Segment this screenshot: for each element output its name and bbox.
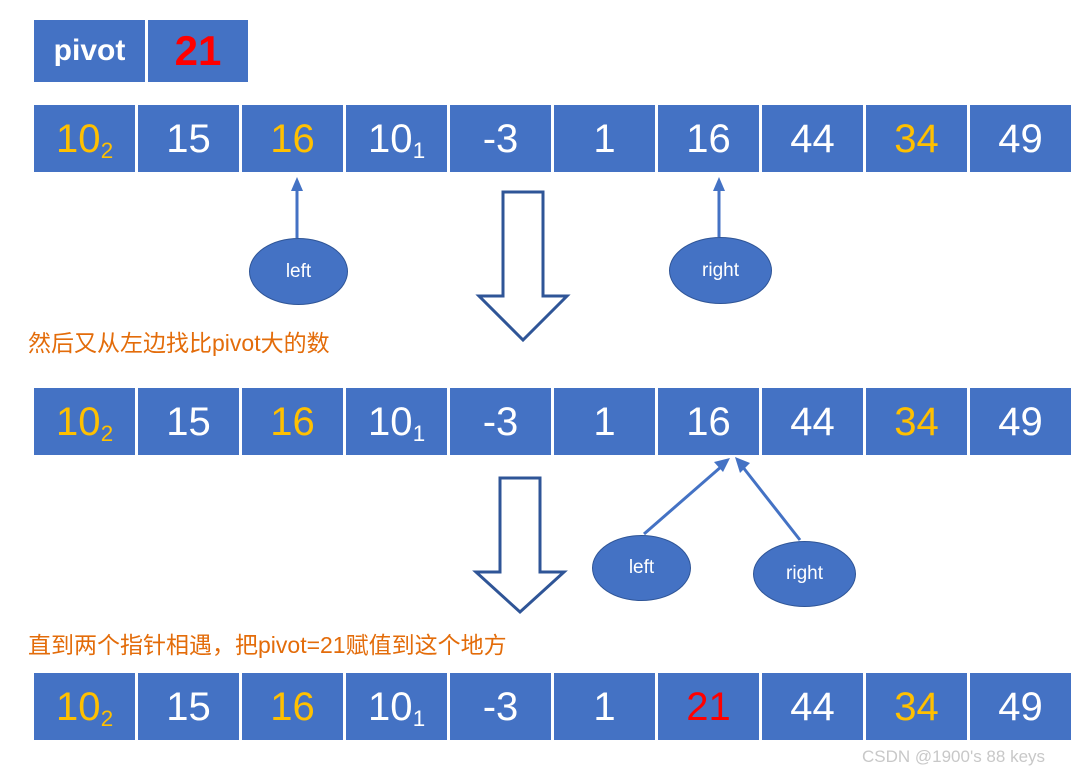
array-cell-value: 1 xyxy=(593,399,616,444)
array-row-2: 102 15 16 101 -3 1 16 44 34 49 xyxy=(34,388,1071,455)
pointer-label-left-row2: left xyxy=(628,557,655,578)
array-cell-value: 34 xyxy=(894,684,939,729)
array-cell: -3 xyxy=(450,673,551,740)
array-cell: 15 xyxy=(138,388,239,455)
array-cell: 15 xyxy=(138,105,239,172)
array-cell-value: 15 xyxy=(166,116,211,161)
array-cell: 101 xyxy=(346,673,447,740)
array-cell-value: 16 xyxy=(270,116,315,161)
pivot-label-box: pivot xyxy=(34,20,145,82)
arrow-right-row1 xyxy=(713,177,725,237)
array-cell-subscript: 1 xyxy=(412,138,426,164)
arrow-left-row1 xyxy=(291,177,303,238)
array-cell: 49 xyxy=(970,105,1071,172)
array-cell-value: 16 xyxy=(686,116,731,161)
array-cell: 44 xyxy=(762,388,863,455)
array-cell: 15 xyxy=(138,673,239,740)
array-cell-subscript: 1 xyxy=(412,706,426,732)
array-cell: 102 xyxy=(34,388,135,455)
array-cell-value: 34 xyxy=(894,116,939,161)
array-cell-subscript: 2 xyxy=(100,421,114,447)
arrow-left-row2 xyxy=(643,458,730,536)
array-cell-value: 49 xyxy=(998,116,1043,161)
array-cell: 1 xyxy=(554,105,655,172)
watermark-text: CSDN @1900's 88 keys xyxy=(862,747,1046,766)
array-cell-value: 102 xyxy=(56,399,114,447)
array-cell-value: 102 xyxy=(56,116,114,164)
array-cell-value: -3 xyxy=(482,116,519,161)
array-cell: 44 xyxy=(762,105,863,172)
array-cell-value: 44 xyxy=(790,399,835,444)
array-cell: 34 xyxy=(866,105,967,172)
array-cell: 101 xyxy=(346,105,447,172)
pointer-label-right-row2: right xyxy=(786,563,823,584)
array-cell-value: 102 xyxy=(56,684,114,732)
array-cell-value: 21 xyxy=(686,684,731,729)
array-cell: 102 xyxy=(34,105,135,172)
pointer-ellipse-right-row2[interactable]: right xyxy=(753,541,856,607)
hollow-arrow-down-1 xyxy=(475,190,571,343)
pivot-value-text: 21 xyxy=(174,27,222,74)
pivot-label-text: pivot xyxy=(53,34,126,67)
array-cell-value: 101 xyxy=(368,684,426,732)
array-cell-value: 101 xyxy=(368,399,426,447)
arrow-right-row2 xyxy=(735,457,802,541)
array-cell-value: -3 xyxy=(482,399,519,444)
pointer-label-right-row1: right xyxy=(702,259,739,281)
annotation-step-2: 直到两个指针相遇，把pivot=21赋值到这个地方 xyxy=(28,632,507,658)
array-cell: 49 xyxy=(970,388,1071,455)
array-cell: -3 xyxy=(450,105,551,172)
array-cell: 16 xyxy=(658,105,759,172)
array-cell-value: 1 xyxy=(593,116,616,161)
pointer-ellipse-left-row2[interactable]: left xyxy=(592,535,691,601)
array-cell: 101 xyxy=(346,388,447,455)
annotation-step-1: 然后又从左边找比pivot大的数 xyxy=(28,330,330,356)
array-cell-value: 16 xyxy=(686,399,731,444)
array-cell: 16 xyxy=(242,388,343,455)
array-cell: 102 xyxy=(34,673,135,740)
array-row-1: 102 15 16 101 -3 1 16 44 34 49 xyxy=(34,105,1071,172)
array-cell: -3 xyxy=(450,388,551,455)
array-cell-subscript: 1 xyxy=(412,421,426,447)
array-cell: 49 xyxy=(970,673,1071,740)
array-cell: 34 xyxy=(866,388,967,455)
array-cell-value: 49 xyxy=(998,399,1043,444)
array-cell: 16 xyxy=(242,673,343,740)
array-cell: 1 xyxy=(554,673,655,740)
array-cell: 16 xyxy=(658,388,759,455)
array-cell-value: 1 xyxy=(593,684,616,729)
array-cell-value: 34 xyxy=(894,399,939,444)
pivot-value-box: 21 xyxy=(148,20,248,82)
hollow-arrow-down-2 xyxy=(472,476,568,615)
array-cell-value: 101 xyxy=(368,116,426,164)
array-cell-value: 16 xyxy=(270,399,315,444)
array-cell: 16 xyxy=(242,105,343,172)
array-cell: 34 xyxy=(866,673,967,740)
array-cell: 1 xyxy=(554,388,655,455)
array-cell-subscript: 2 xyxy=(100,138,114,164)
array-cell: 21 xyxy=(658,673,759,740)
array-cell-value: 44 xyxy=(790,684,835,729)
pointer-ellipse-right-row1[interactable]: right xyxy=(669,237,772,304)
pointer-label-left-row1: left xyxy=(285,260,312,282)
array-cell: 44 xyxy=(762,673,863,740)
array-cell-value: 15 xyxy=(166,684,211,729)
array-cell-value: 44 xyxy=(790,116,835,161)
array-cell-value: -3 xyxy=(482,684,519,729)
array-cell-subscript: 2 xyxy=(100,706,114,732)
pointer-ellipse-left-row1[interactable]: left xyxy=(249,238,348,305)
array-cell-value: 16 xyxy=(270,684,315,729)
array-cell-value: 49 xyxy=(998,684,1043,729)
array-cell-value: 15 xyxy=(166,399,211,444)
